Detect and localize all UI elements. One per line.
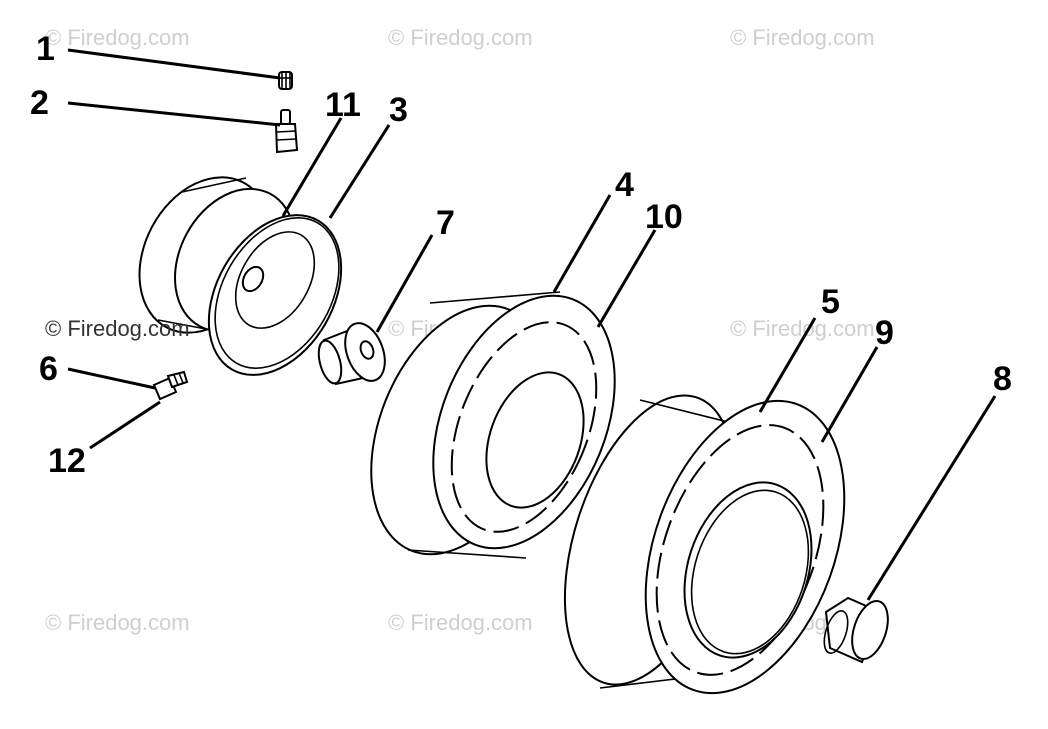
grease-fitting-part: [152, 370, 189, 401]
leader-lines: [67, 48, 997, 601]
callout-3: 3: [389, 91, 408, 129]
callout-6: 6: [39, 350, 58, 388]
front-tire-part: [370, 291, 616, 559]
flange-bushing-part: [317, 322, 386, 386]
watermark: © Firedog.com: [388, 610, 533, 635]
watermark: © Firedog.com: [45, 316, 190, 341]
watermark: © Firedog.com: [388, 25, 533, 50]
leader-line-6: [67, 367, 156, 390]
leader-line-10: [596, 229, 657, 328]
leader-line-8: [866, 395, 997, 601]
bushing-part: [823, 596, 889, 664]
leader-line-2: [67, 101, 281, 127]
callout-9: 9: [875, 314, 894, 352]
watermark: © Firedog.com: [730, 25, 875, 50]
callout-2: 2: [30, 84, 49, 122]
callout-10: 10: [645, 198, 683, 236]
callout-4: 4: [615, 166, 634, 204]
callout-11: 11: [325, 86, 361, 124]
leader-line-3: [328, 124, 391, 219]
leader-line-4: [552, 194, 612, 293]
callout-1: 1: [36, 30, 55, 68]
callout-5: 5: [821, 283, 840, 321]
callout-8: 8: [993, 360, 1012, 398]
rear-tire-part: [563, 394, 846, 695]
leader-line-9: [820, 346, 879, 443]
valve-cap-part: [278, 71, 293, 90]
callout-labels: 1 2 3 4 5 6 7 8 9 10 11 12: [30, 30, 1012, 480]
leader-line-12: [89, 400, 161, 450]
watermark: © Firedog.com: [45, 610, 190, 635]
leader-line-1: [67, 48, 281, 80]
callout-7: 7: [436, 204, 455, 242]
leader-line-11: [281, 117, 343, 217]
leader-line-7: [375, 234, 434, 333]
wheel-rim-part: [138, 176, 343, 376]
valve-stem-part: [274, 109, 299, 154]
watermark: © Firedog.com: [45, 25, 190, 50]
leader-line-5: [758, 317, 817, 413]
callout-12: 12: [48, 442, 86, 480]
